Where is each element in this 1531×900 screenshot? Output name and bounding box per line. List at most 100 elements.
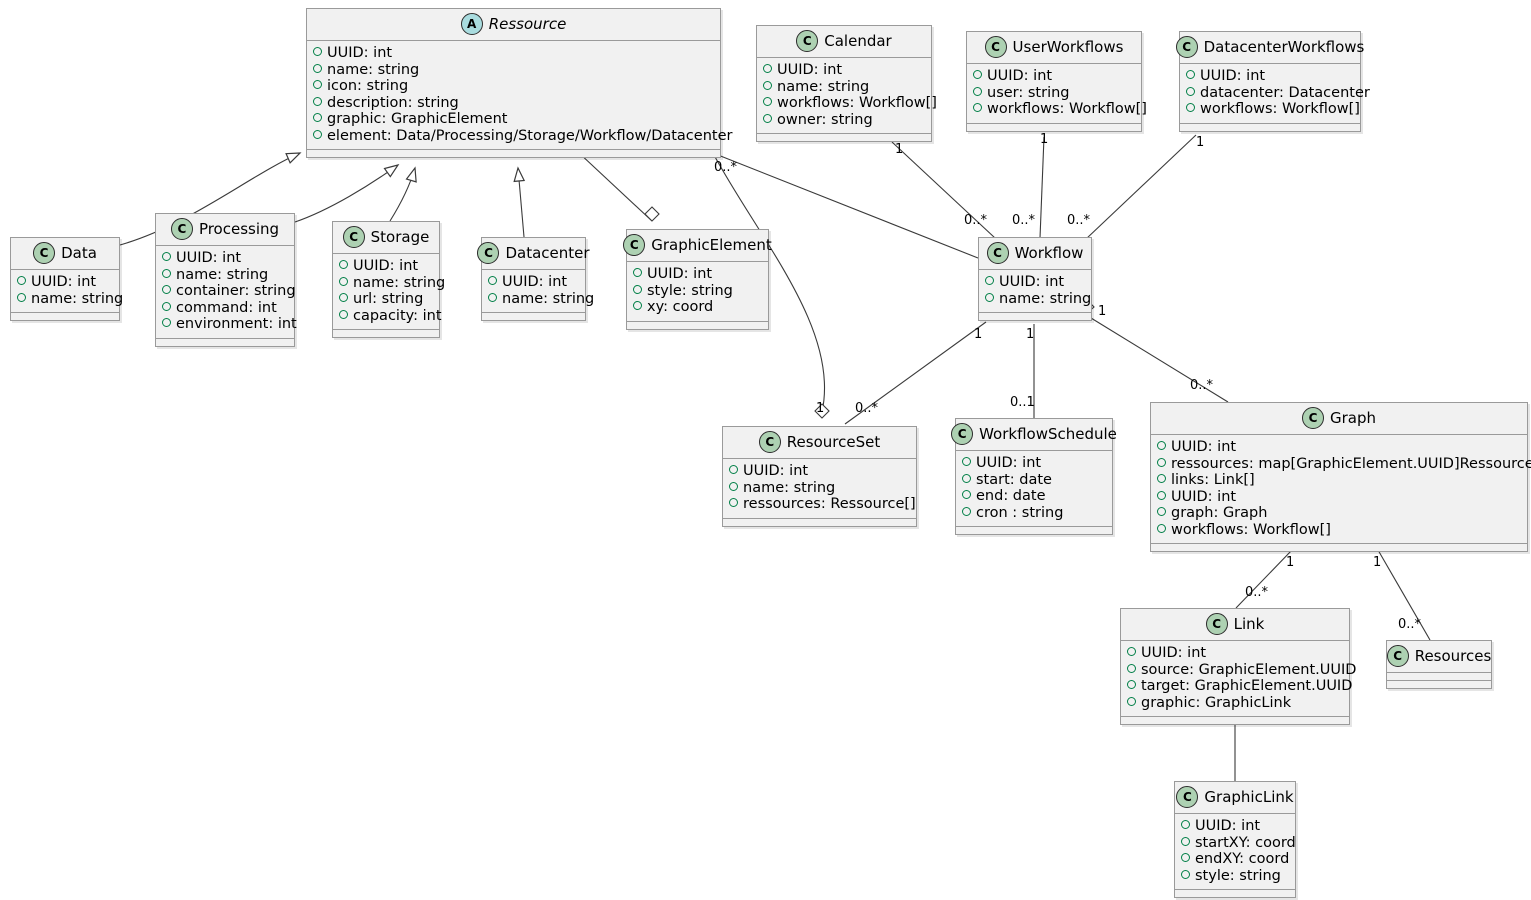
multiplicity-label: 1 xyxy=(1286,555,1295,570)
public-visibility-icon xyxy=(339,260,348,269)
public-visibility-icon xyxy=(763,80,772,90)
class-icon: C xyxy=(1386,645,1409,667)
class-name-graph: Graph xyxy=(1329,409,1376,427)
attribute-row: cron : string xyxy=(962,505,1106,522)
attribute-row: command: int xyxy=(162,300,288,317)
public-visibility-icon xyxy=(962,473,971,483)
public-visibility-icon xyxy=(1181,836,1190,846)
edge-ressource-graphicelement xyxy=(577,151,653,222)
attribute-row: graphic: GraphicLink xyxy=(1127,695,1343,712)
attribute-row: UUID: int xyxy=(1157,439,1521,456)
attribute-label: ressources: map[GraphicElement.UUID]Ress… xyxy=(1171,455,1531,472)
edge-userworkflows-workflow xyxy=(1039,136,1045,239)
public-visibility-icon xyxy=(1157,474,1166,483)
attribute-row: style: string xyxy=(1181,868,1289,885)
attribute-label: UUID: int xyxy=(502,274,568,290)
attribute-row: UUID: int xyxy=(1127,645,1343,662)
attribute-label: xy: coord xyxy=(647,299,714,315)
public-visibility-icon xyxy=(1157,457,1166,467)
attribute-row: UUID: int xyxy=(162,250,288,267)
multiplicity-label: 0..* xyxy=(964,213,988,228)
attribute-row: startXY: coord xyxy=(1181,835,1296,852)
class-methods-graphiclink xyxy=(1175,890,1295,897)
attribute-label: UUID: int xyxy=(647,266,713,282)
multiplicity-label: 0..* xyxy=(1245,585,1269,600)
multiplicity-label: 1 xyxy=(1026,327,1035,342)
public-visibility-icon xyxy=(1127,663,1136,673)
attribute-row: workflows: Workflow[] xyxy=(973,101,1147,118)
public-visibility-icon xyxy=(162,285,171,294)
attribute-label: target: GraphicElement.UUID xyxy=(1141,678,1353,694)
attribute-row: environment: int xyxy=(162,316,297,333)
attribute-row: endXY: coord xyxy=(1181,851,1289,868)
attribute-row: start: date xyxy=(962,472,1106,489)
attribute-row: UUID: int xyxy=(729,463,910,480)
attribute-row: owner: string xyxy=(763,112,925,129)
public-visibility-icon xyxy=(17,276,26,285)
public-visibility-icon xyxy=(985,276,994,285)
attribute-label: cron : string xyxy=(976,504,1064,521)
multiplicity-label: 0..* xyxy=(855,401,879,416)
public-visibility-icon xyxy=(973,103,982,112)
public-visibility-icon xyxy=(313,47,322,56)
class-methods-resources xyxy=(1387,681,1491,688)
public-visibility-icon xyxy=(17,292,26,302)
attribute-label: name: string xyxy=(176,266,269,283)
public-visibility-icon xyxy=(162,301,171,311)
attribute-label: startXY: coord xyxy=(1195,834,1296,851)
public-visibility-icon xyxy=(962,490,971,499)
class-methods-data xyxy=(11,313,119,320)
class-methods-workflow xyxy=(979,313,1091,320)
class-name-datacenterworkflows: DatacenterWorkflows xyxy=(1203,38,1365,56)
attribute-row: target: GraphicElement.UUID xyxy=(1127,678,1352,695)
class-name-graphicelement: GraphicElement xyxy=(651,236,772,254)
attribute-row: name: string xyxy=(339,275,445,292)
attribute-label: style: string xyxy=(647,282,733,299)
class-icon: C xyxy=(1176,786,1199,808)
class-methods-calendar xyxy=(757,134,931,141)
class-methods-graphicelement xyxy=(627,321,768,329)
public-visibility-icon xyxy=(313,113,322,122)
attribute-row: links: Link[] xyxy=(1157,472,1521,489)
attribute-label: name: string xyxy=(31,290,124,307)
attribute-label: name: string xyxy=(502,290,595,307)
attribute-row: UUID: int xyxy=(962,455,1106,472)
attribute-label: UUID: int xyxy=(743,463,809,479)
attribute-label: links: Link[] xyxy=(1171,472,1255,488)
attribute-row: ressources: Ressource[] xyxy=(729,496,916,513)
attribute-label: UUID: int xyxy=(1171,439,1237,455)
public-visibility-icon xyxy=(763,113,772,123)
attribute-label: start: date xyxy=(976,471,1052,488)
public-visibility-icon xyxy=(1157,507,1166,516)
attribute-label: UUID: int xyxy=(1195,818,1261,834)
public-visibility-icon xyxy=(633,284,642,294)
attribute-row: UUID: int xyxy=(1186,68,1354,85)
class-name-workflowschedule: WorkflowSchedule xyxy=(979,425,1117,443)
attribute-row: workflows: Workflow[] xyxy=(763,95,937,112)
class-icon: C xyxy=(170,218,193,240)
